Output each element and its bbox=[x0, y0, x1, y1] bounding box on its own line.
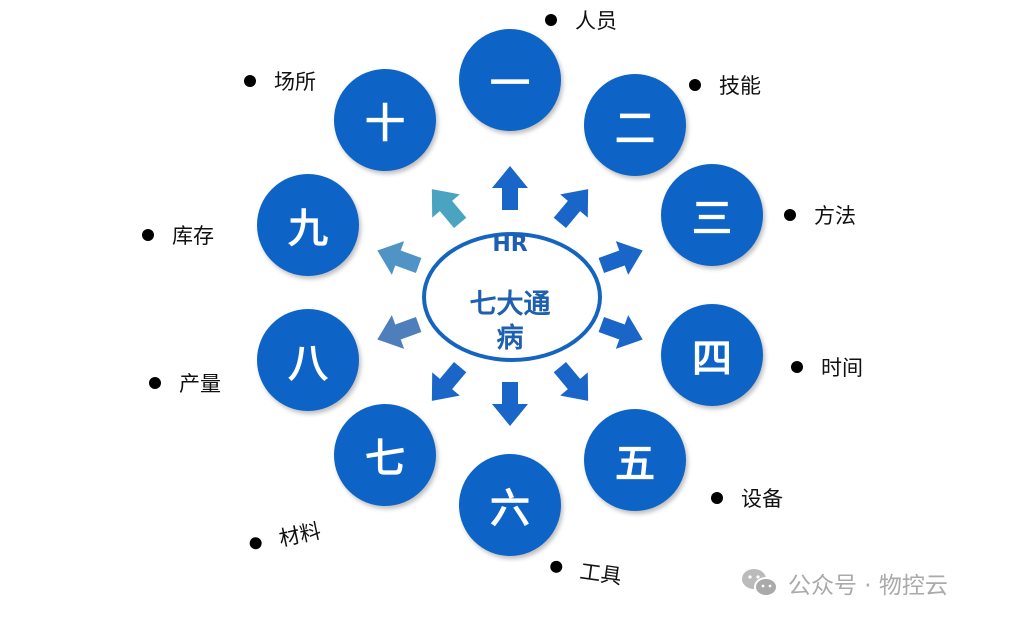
center-title-line1: 七大通 bbox=[469, 289, 551, 320]
category-label-text: 场所 bbox=[274, 70, 316, 94]
category-label: 方法 bbox=[784, 200, 856, 230]
category-label-text: 设备 bbox=[741, 487, 783, 511]
category-label-text: 库存 bbox=[172, 224, 214, 248]
arrow-icon bbox=[431, 362, 467, 401]
wechat-icon bbox=[742, 569, 778, 597]
arrow-icon bbox=[377, 241, 422, 275]
center-ellipse bbox=[422, 232, 602, 362]
numeral-circle: 八 bbox=[257, 309, 359, 411]
bullet-icon bbox=[784, 209, 796, 221]
arrow-icon bbox=[492, 382, 528, 426]
numeral-circle: 七 bbox=[334, 404, 436, 506]
bullet-icon bbox=[689, 79, 701, 91]
category-label: 技能 bbox=[689, 70, 761, 100]
numeral-circle: 九 bbox=[257, 174, 359, 276]
arrow-icon bbox=[492, 166, 528, 210]
bullet-icon bbox=[248, 536, 263, 551]
numeral-circle: 五 bbox=[584, 409, 686, 511]
watermark: 公众号 · 物控云 bbox=[740, 566, 948, 600]
numeral-circle: 二 bbox=[584, 74, 686, 176]
arrow-icon bbox=[431, 189, 467, 228]
category-label: 产量 bbox=[149, 368, 221, 398]
bullet-icon bbox=[149, 377, 161, 389]
arrow-icon bbox=[553, 362, 589, 401]
center-hr: HR bbox=[492, 232, 528, 257]
bullet-icon bbox=[142, 229, 154, 241]
numeral-circle: 一 bbox=[459, 29, 561, 131]
category-label: 设备 bbox=[711, 483, 783, 513]
category-label: 时间 bbox=[791, 352, 863, 382]
category-label: 人员 bbox=[545, 5, 617, 35]
bullet-icon bbox=[791, 361, 803, 373]
arrow-icon bbox=[553, 189, 589, 228]
numeral-circle: 十 bbox=[334, 69, 436, 171]
numeral-circle: 四 bbox=[661, 304, 763, 406]
category-label-text: 产量 bbox=[179, 372, 221, 396]
bullet-icon bbox=[244, 75, 256, 87]
arrow-icon bbox=[598, 241, 643, 275]
category-label-text: 方法 bbox=[814, 204, 856, 228]
bullet-icon bbox=[545, 14, 557, 26]
category-label: 库存 bbox=[142, 220, 214, 250]
numeral-circle: 三 bbox=[661, 164, 763, 266]
category-label: 场所 bbox=[244, 66, 316, 96]
category-label-text: 人员 bbox=[575, 9, 617, 33]
category-label-text: 技能 bbox=[719, 74, 761, 98]
watermark-text: 公众号 · 物控云 bbox=[788, 573, 948, 599]
category-label-text: 时间 bbox=[821, 356, 863, 380]
arrow-icon bbox=[377, 315, 422, 349]
bullet-icon bbox=[549, 560, 564, 574]
center-title-line2: 病 bbox=[496, 323, 524, 354]
category-label-text: 工具 bbox=[578, 559, 624, 589]
numeral-circle: 六 bbox=[459, 454, 561, 556]
arrow-icon bbox=[598, 315, 643, 349]
bullet-icon bbox=[711, 492, 723, 504]
